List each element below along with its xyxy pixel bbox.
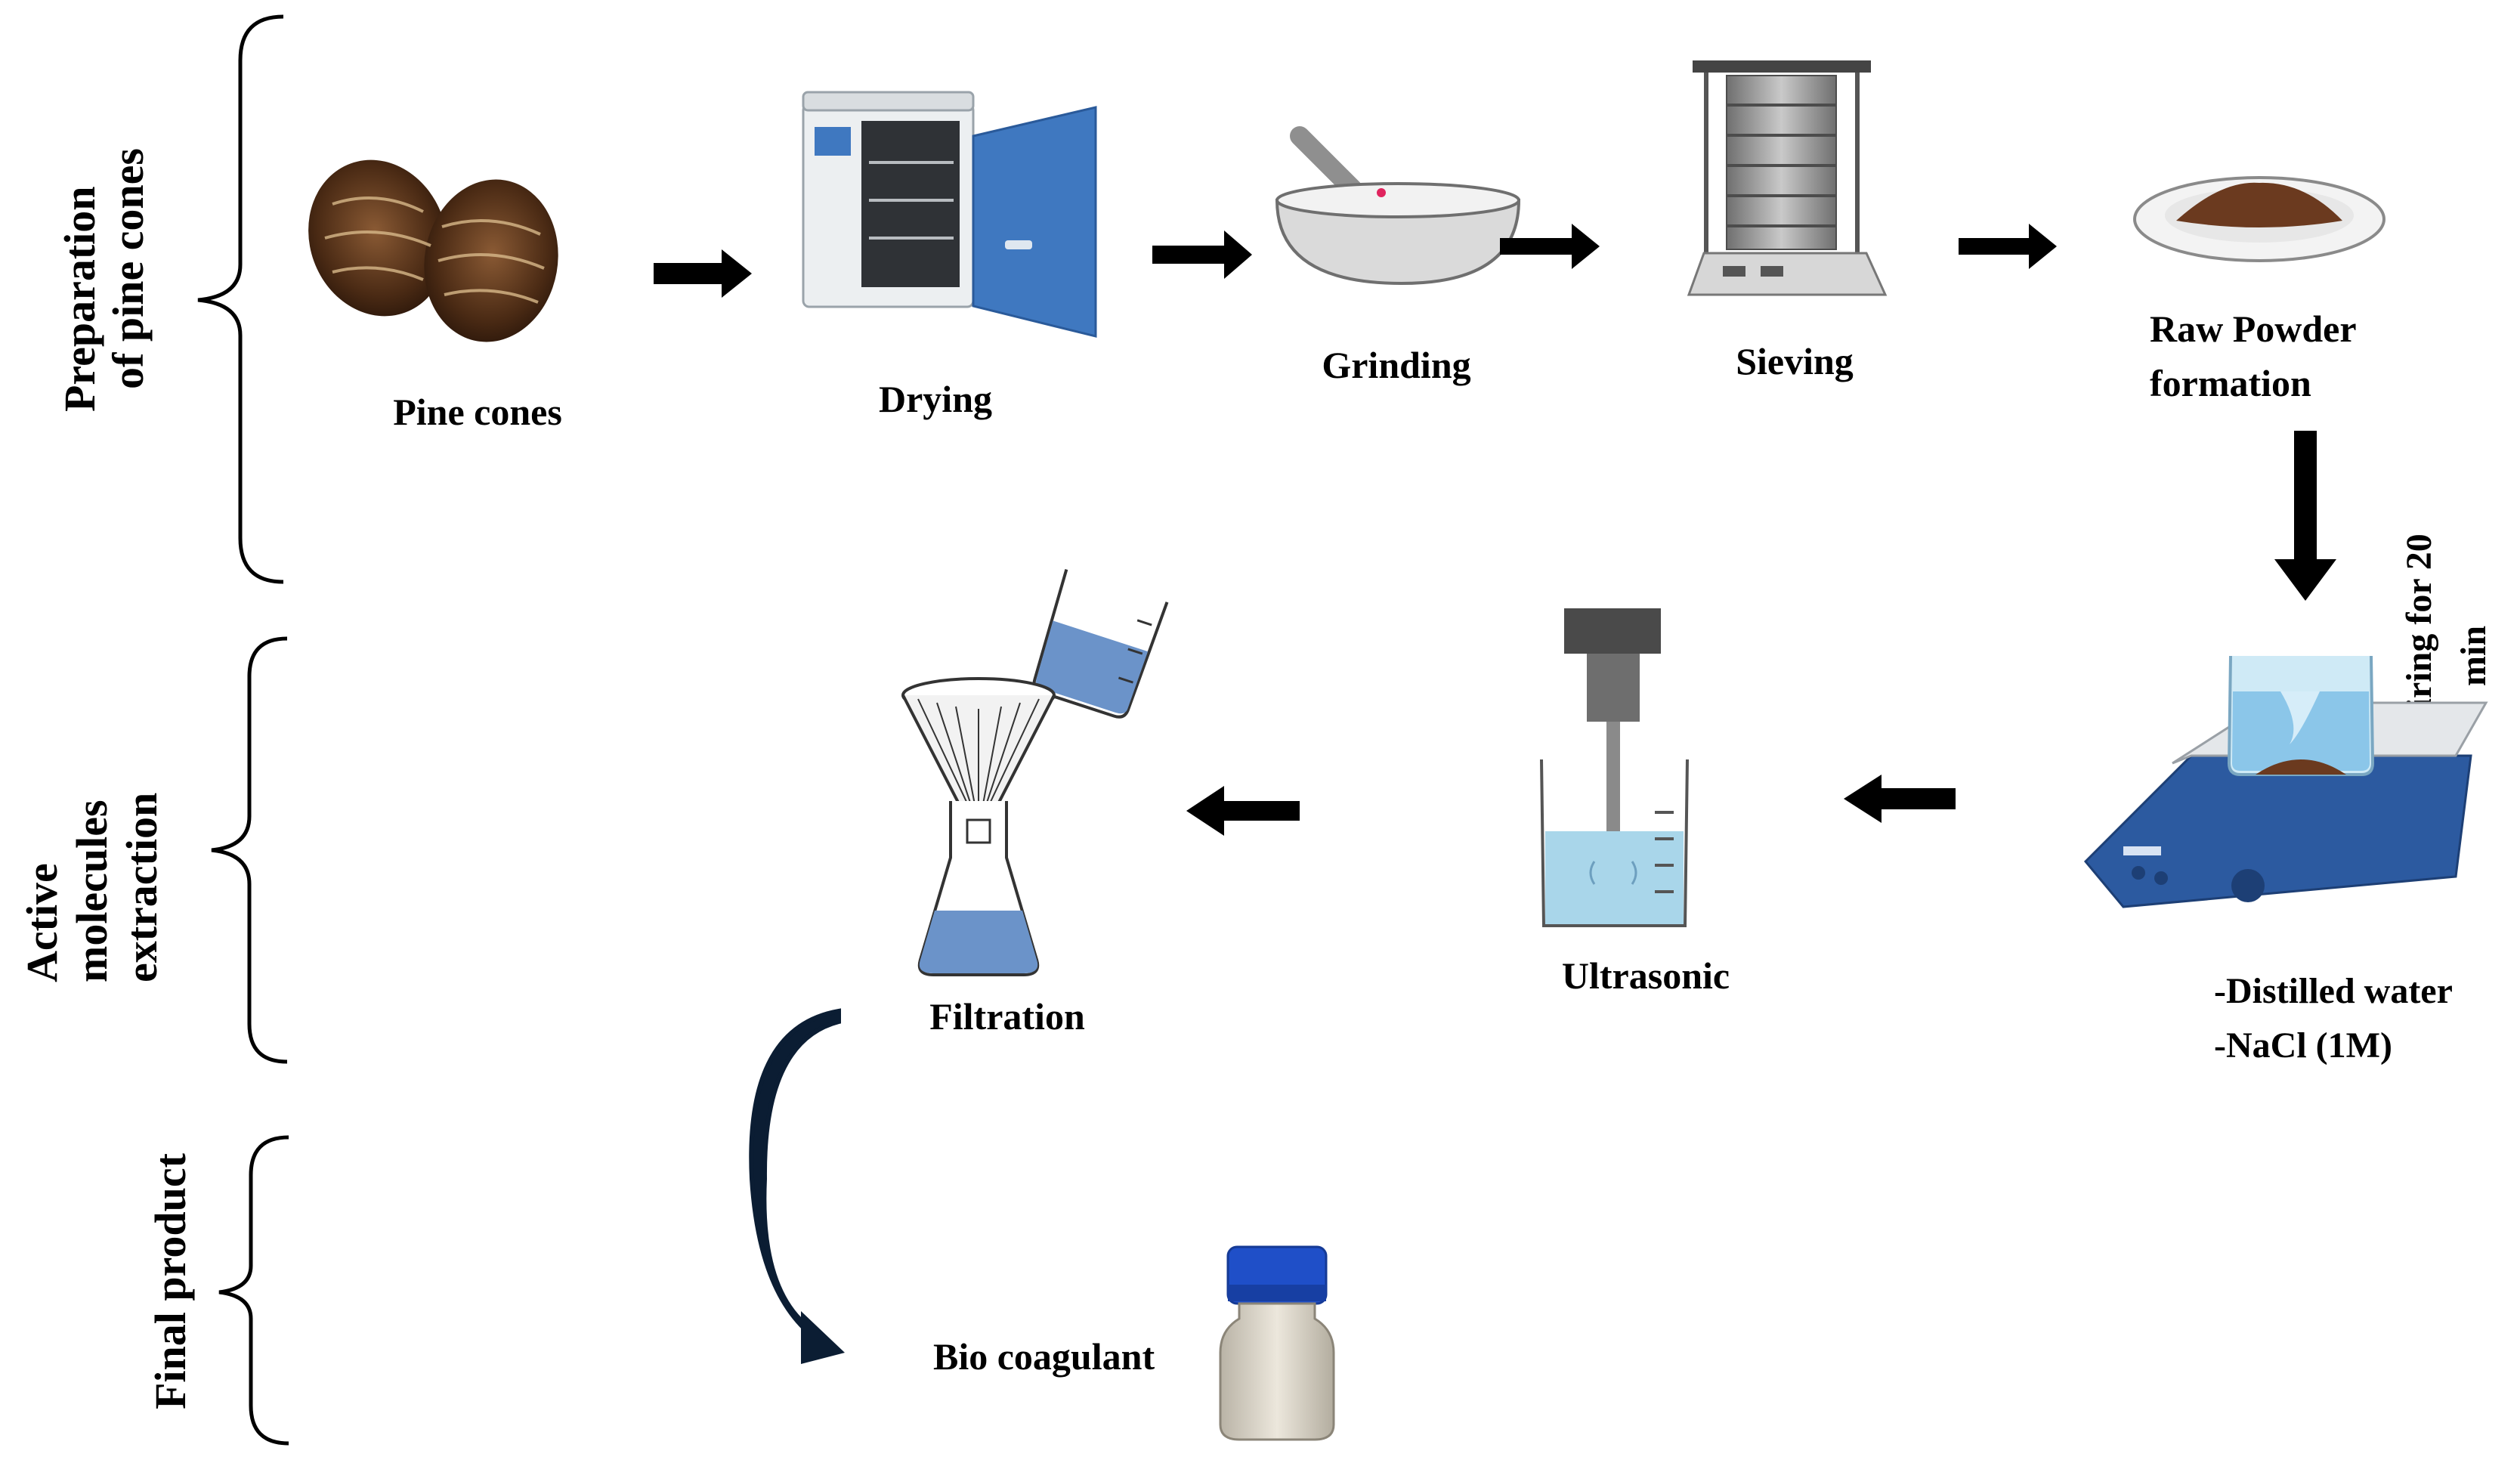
- flow-arrow: [654, 249, 752, 298]
- flow-arrow-left: [1186, 786, 1300, 836]
- powder-dish-icon: [2133, 176, 2385, 262]
- flow-arrow: [1959, 224, 2057, 269]
- step-label-line: formation: [2150, 362, 2311, 404]
- bio-coagulant-bottle-icon: [1219, 1245, 1335, 1441]
- stage-label-final: Final product: [146, 1152, 195, 1409]
- flow-arrow-down: [2274, 431, 2336, 601]
- stage-label-line: molecules: [67, 800, 116, 982]
- flow-arrow: [1152, 230, 1252, 279]
- ultrasonic-probe-icon: [1540, 608, 1689, 927]
- mortar-pestle-icon: [1275, 126, 1521, 286]
- step-label-sieving: Sieving: [1736, 340, 1854, 382]
- reagent-line: -NaCl (1M): [2214, 1025, 2392, 1066]
- stage-bracket-final: [218, 1135, 289, 1446]
- stage-label-extraction: Active molecules extraction: [17, 789, 166, 982]
- step-label-line: Raw Powder: [2150, 308, 2356, 350]
- step-label-grinding: Grinding: [1322, 344, 1470, 386]
- stage-label-line: Preparation: [55, 186, 104, 412]
- flow-arrow-left: [1844, 775, 1956, 823]
- stage-bracket-extraction: [211, 636, 288, 1064]
- stage-label-preparation: Preparation of pine cones: [55, 148, 153, 412]
- stage-bracket-preparation: [197, 14, 284, 584]
- magnetic-stirrer-icon: [2083, 655, 2488, 908]
- stage-label-line: Active: [17, 863, 66, 982]
- stage-label-line: extraction: [117, 793, 166, 982]
- pine-cones-icon: [308, 159, 558, 342]
- step-label-drying: Drying: [879, 378, 992, 420]
- step-label-raw-powder: Raw Powder formation: [2150, 308, 2365, 404]
- step-label-bio-coagulant: Bio coagulant: [933, 1335, 1155, 1378]
- reagent-line: -Distilled water: [2214, 971, 2453, 1011]
- drying-oven-icon: [802, 91, 1097, 338]
- stirring-note-line: min: [2454, 626, 2494, 686]
- filtration-setup-icon: [901, 569, 1169, 976]
- sieve-shaker-icon: [1687, 60, 1888, 296]
- flow-arrow-curved: [749, 1008, 845, 1364]
- step-label-ultrasonic: Ultrasonic: [1562, 954, 1730, 997]
- step-label-filtration: Filtration: [929, 995, 1085, 1038]
- step-label-pine-cones: Pine cones: [393, 391, 562, 433]
- reagents-note: -Distilled water -NaCl (1M): [2214, 971, 2461, 1066]
- flow-arrow: [1500, 224, 1600, 269]
- stage-label-line: of pine cones: [104, 148, 153, 389]
- stage-label-line: Final product: [146, 1152, 195, 1409]
